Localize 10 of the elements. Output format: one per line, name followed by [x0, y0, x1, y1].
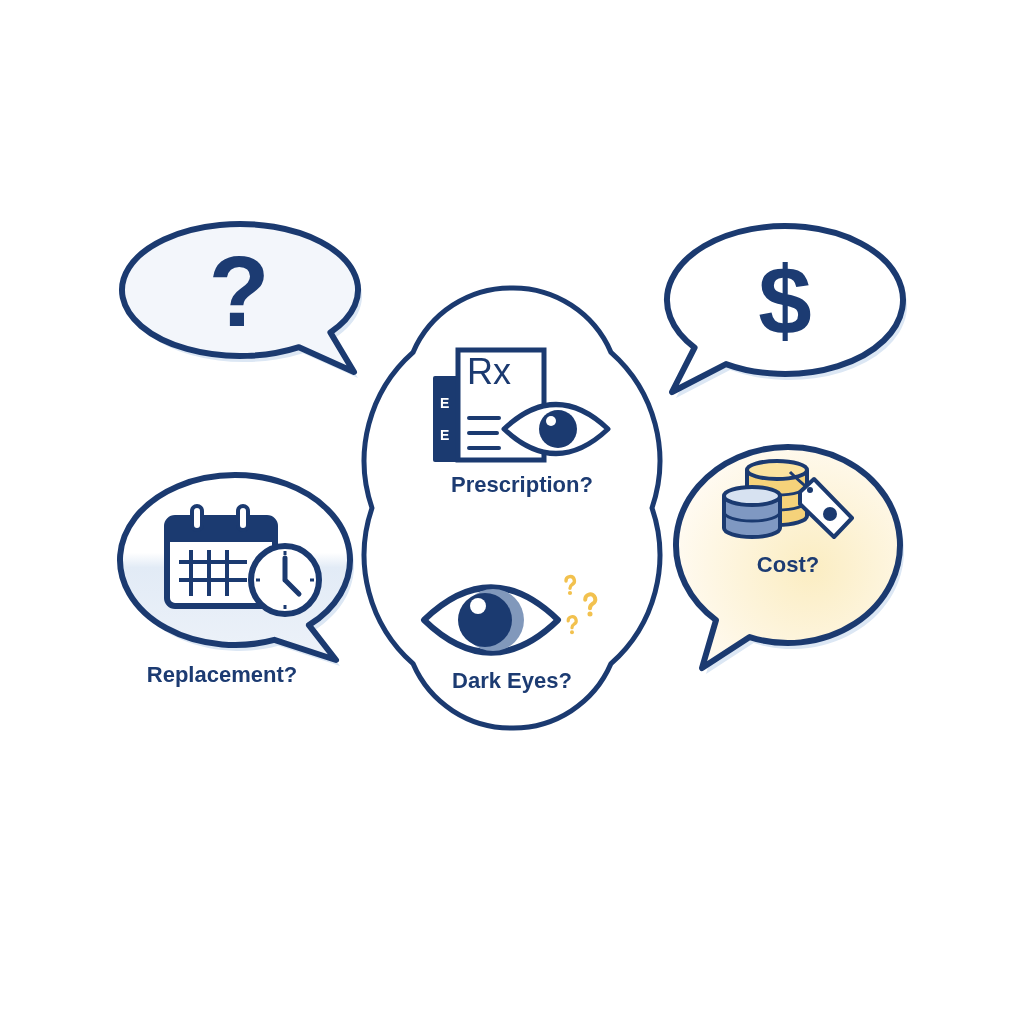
topic-label: Cost?	[756, 552, 820, 579]
topic-label: Prescription?	[451, 472, 593, 499]
question-mark: ?	[208, 241, 270, 341]
eye-chart-letter: E	[440, 428, 450, 442]
topic-label: Dark Eyes?	[452, 668, 572, 695]
rx-text: Rx	[467, 354, 511, 390]
eye-chart-letter: E	[440, 396, 450, 410]
dollar-sign: $	[758, 252, 812, 349]
topic-label: Replacement?	[146, 662, 298, 689]
thought-cloud	[360, 283, 664, 732]
